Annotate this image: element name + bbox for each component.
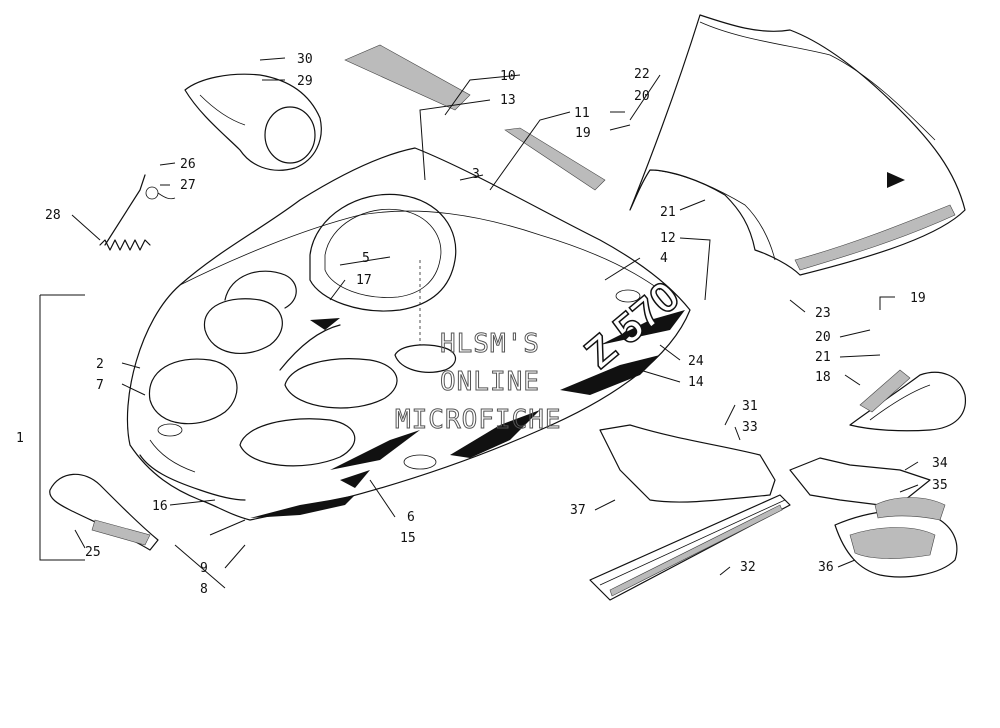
spring-assembly — [99, 174, 176, 251]
callout-2: 2 — [96, 357, 104, 372]
callout-12: 12 — [660, 231, 676, 246]
callout-4: 4 — [660, 251, 668, 266]
callout-27: 27 — [180, 178, 196, 193]
windshield — [629, 14, 966, 276]
callout-28: 28 — [45, 208, 61, 223]
callout-34: 34 — [932, 456, 948, 471]
callout-37: 37 — [570, 503, 586, 518]
callout-8: 8 — [200, 582, 208, 597]
callout-15: 15 — [400, 531, 416, 546]
callout-19b: 19 — [910, 291, 926, 306]
callout-11: 11 — [574, 106, 590, 121]
callout-20a: 20 — [634, 89, 650, 104]
callout-labels: 1 2 7 16 25 9 8 6 15 30 29 26 27 28 10 1… — [16, 52, 948, 597]
callout-23: 23 — [815, 306, 831, 321]
watermark-line-1: HLSM'S — [440, 329, 540, 359]
callout-1: 1 — [16, 431, 24, 446]
headlight-shroud — [184, 73, 322, 171]
callout-18: 18 — [815, 370, 831, 385]
callout-19a: 19 — [575, 126, 591, 141]
callout-7: 7 — [96, 378, 104, 393]
deflector — [849, 369, 966, 432]
callout-17: 17 — [356, 273, 372, 288]
callout-13: 13 — [500, 93, 516, 108]
callout-22: 22 — [634, 67, 650, 82]
callout-21a: 21 — [660, 205, 676, 220]
watermark-line-3: MICROFICHE — [395, 405, 562, 435]
callout-29: 29 — [297, 74, 313, 89]
callout-24: 24 — [688, 354, 704, 369]
callout-31: 31 — [742, 399, 758, 414]
callout-36: 36 — [818, 560, 834, 575]
callout-6: 6 — [407, 510, 415, 525]
callout-21b: 21 — [815, 350, 831, 365]
hood-body — [126, 147, 691, 521]
side-panel — [789, 457, 958, 578]
front-bumper — [49, 473, 159, 551]
leader-lines — [39, 57, 919, 589]
callout-35: 35 — [932, 478, 948, 493]
callout-5: 5 — [362, 251, 370, 266]
callout-20b: 20 — [815, 330, 831, 345]
callout-30: 30 — [297, 52, 313, 67]
callout-14: 14 — [688, 375, 704, 390]
callout-10: 10 — [500, 69, 516, 84]
watermark-line-2: ONLINE — [440, 367, 540, 397]
callout-9: 9 — [200, 561, 208, 576]
callout-16: 16 — [152, 499, 168, 514]
callout-26: 26 — [180, 157, 196, 172]
callout-3: 3 — [472, 167, 480, 182]
callout-32: 32 — [740, 560, 756, 575]
vent-decals — [344, 44, 606, 191]
belly-pan — [589, 424, 791, 601]
callout-25: 25 — [85, 545, 101, 560]
callout-33: 33 — [742, 420, 758, 435]
watermark: HLSM'S ONLINE MICROFICHE — [395, 329, 562, 436]
